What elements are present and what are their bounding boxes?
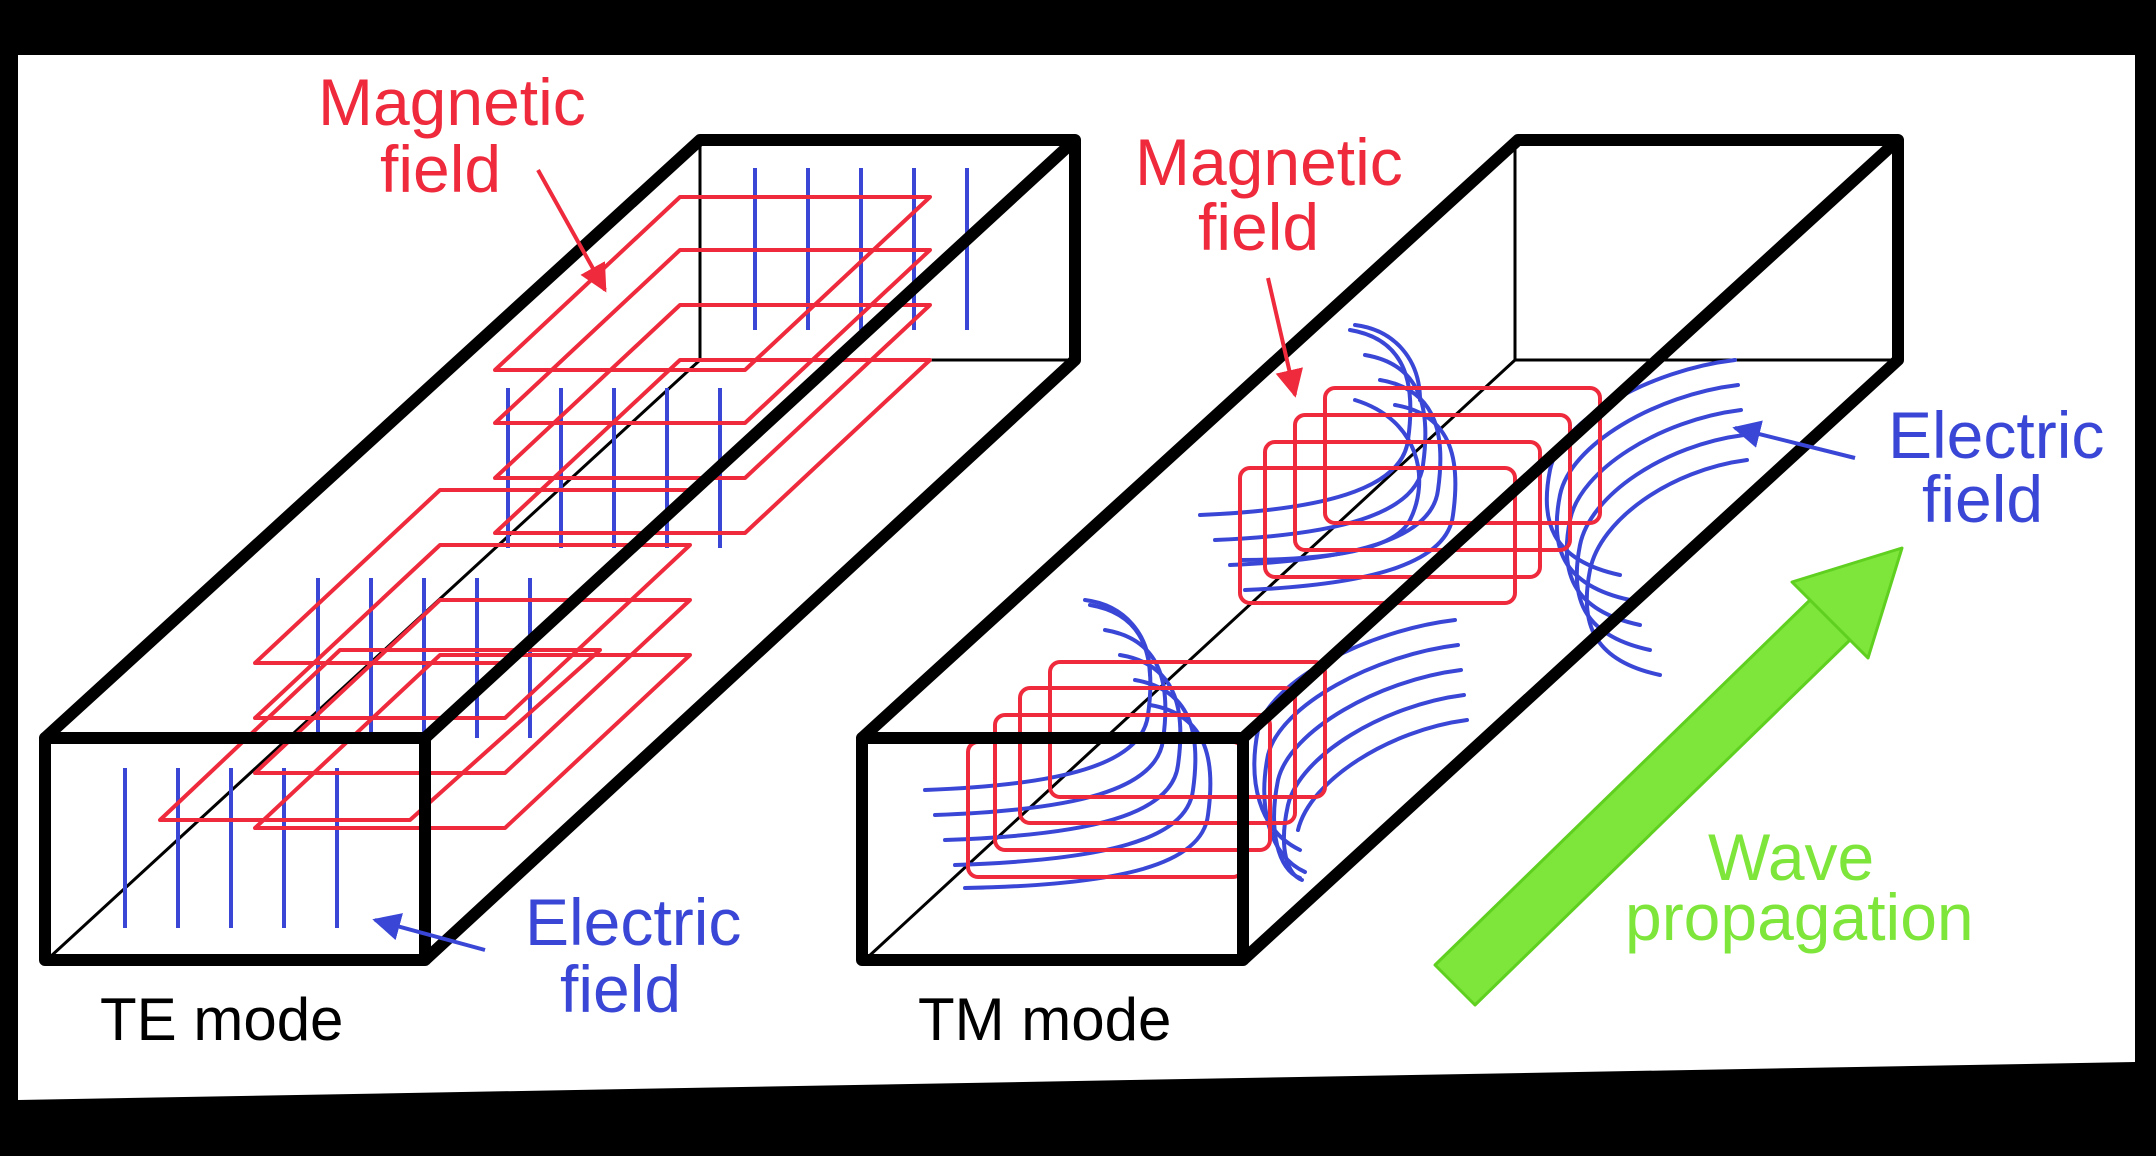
tm-magnetic-field-loops (966, 386, 1602, 879)
propagation-label-line2: propagation (1625, 880, 1974, 954)
tm-electric-label-line1: Electric (1888, 398, 2104, 472)
tm-mode-label: TM mode (918, 986, 1171, 1053)
tm-electric-arrow (1732, 420, 1856, 460)
te-magnetic-arrow (536, 169, 607, 293)
te-electric-label-line1: Electric (525, 885, 741, 959)
propagation-label-line1: Wave (1708, 820, 1874, 894)
tm-waveguide (866, 140, 1895, 959)
te-waveguide-outline (39, 134, 1081, 966)
wave-propagation-arrow (1433, 546, 1904, 1007)
tm-magnetic-arrow (1266, 277, 1303, 398)
tm-magnetic-label-line1: Magnetic (1135, 125, 1403, 199)
te-magnetic-label-line2: field (380, 132, 501, 206)
te-magnetic-field-loops (158, 195, 932, 830)
tm-magnetic-label-line2: field (1198, 190, 1319, 264)
tm-electric-label-line2: field (1922, 462, 2043, 536)
te-mode-label: TE mode (100, 986, 343, 1053)
tm-waveguide-outline (856, 134, 1904, 966)
te-electric-arrow (372, 913, 486, 952)
te-electric-label-line2: field (560, 952, 681, 1026)
te-magnetic-label-line1: Magnetic (318, 65, 586, 139)
